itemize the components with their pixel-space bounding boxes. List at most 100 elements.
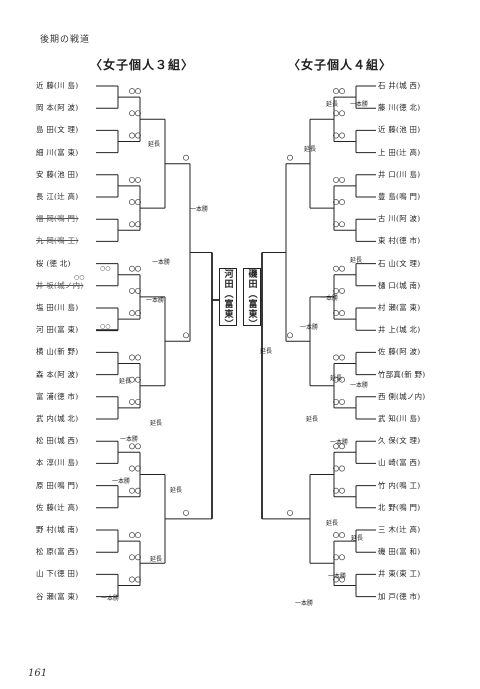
score-mark [129,265,135,272]
score-mark [135,176,141,183]
extension-label: 延長 [119,378,132,385]
score-mark [333,487,339,494]
score-mark [339,287,345,294]
score-mark [339,465,345,472]
group4-entrant: 古 川(阿 波) [378,214,421,224]
score-mark [183,154,189,161]
group4-entrant: 村 瀬(富 東) [378,303,421,312]
score-mark [129,132,135,139]
group3-entrant: 岡 本(阿 波) [36,103,79,113]
running-header: 後期の戦道 [40,35,91,45]
score-mark [339,354,345,361]
score-mark [333,443,339,450]
score-mark [135,554,141,561]
group3-title: 〈女子個人３組〉 [90,58,195,72]
group3-entrant: 丸 岡(鳴 工) [36,236,79,246]
ippon-win-label: 一本勝 [112,478,131,485]
score-mark [287,154,293,161]
extension-label: 延長 [330,375,343,382]
group4-entrant: 竹 内(鳴 工) [378,480,421,490]
extension-label: 延長 [326,101,339,108]
group4-entrant: 近 藤(池 田) [378,125,421,135]
group4-entrant: 久 保(文 理) [378,436,421,446]
score-mark [135,576,141,583]
group4-title: 〈女子個人４組〉 [288,58,393,72]
score-mark [129,443,135,450]
group4-entrant: 樋 口(城 南) [378,280,421,290]
score-mark [135,221,141,228]
group3-entrant: 佐 藤(辻 高) [36,502,79,512]
ippon-win-label: 一本勝 [320,295,339,302]
score-mark [129,376,135,383]
score-mark [339,443,345,450]
page-number: 161 [28,668,48,679]
ippon-win-label: 一本勝 [350,382,369,389]
extension-label: 延長 [150,556,163,563]
group4-champion-box: 磯田（富東） [243,268,261,329]
score-mark [339,265,345,272]
extension-label: 延長 [148,141,161,148]
score-mark [129,176,135,183]
score-mark [339,487,345,494]
draw-mark: ○○ [100,323,111,330]
ippon-win-label: 一本勝 [295,600,314,607]
score-mark [339,176,345,183]
ippon-win-label: 一本勝 [190,206,209,213]
ippon-win-label: 一本勝 [350,101,369,108]
group4-entrant: 井 口(川 島) [378,169,421,179]
score-mark [333,398,339,405]
group3-entrant: 森 本(阿 波) [36,369,79,379]
group3-entrant: 横 山(新 野) [36,347,79,357]
group4-entrant: 上 田(辻 高) [378,147,421,157]
group3-entrant: 河 田(富 東) [36,325,79,335]
group3-entrant: 野 村(城 南) [36,525,79,534]
draw-mark: ○○ [74,274,85,281]
group3-entrant: 富 浦(徳 市) [36,391,79,401]
score-mark [129,465,135,472]
score-mark [333,287,339,294]
score-mark [339,132,345,139]
score-mark [339,199,345,206]
score-mark [287,332,293,339]
ippon-win-label: 一本勝 [300,324,319,331]
draw-mark: ○○ [100,265,111,272]
score-mark [129,88,135,95]
score-mark [333,132,339,139]
score-mark [333,576,339,583]
score-mark [333,265,339,272]
extension-label: 延長 [304,146,317,153]
group3-entrant: 塩 田(川 島) [36,303,79,312]
score-mark [333,199,339,206]
ippon-win-label: 一本勝 [328,573,347,580]
score-mark [333,221,339,228]
score-mark [333,465,339,472]
group4-entrant: 佐 藤(阿 波) [378,347,421,357]
ippon-win-label: 一本勝 [146,297,165,304]
group3-entrant: 原 田(鳴 門) [36,480,79,490]
group4-entrant: 竹部真(新 野) [378,369,426,379]
score-mark [339,88,345,95]
score-mark [129,354,135,361]
extension-label: 延長 [260,348,273,355]
score-mark [333,554,339,561]
group4-entrant: 石 井(城 西) [378,81,421,90]
score-mark [135,376,141,383]
group3-entrant: 武 内(城 北) [36,414,79,423]
group4-entrant: 石 山(文 理) [378,258,421,268]
score-mark [135,354,141,361]
extension-label: 延長 [150,420,163,427]
group3-entrant: 谷 瀬(富 東) [36,591,79,601]
ippon-win-label: 一本勝 [152,259,171,266]
extension-label: 延長 [306,416,319,423]
score-mark [135,398,141,405]
group4-entrant: 磯 田(富 和) [378,547,421,557]
score-mark [339,110,345,117]
score-mark [129,554,135,561]
group3-entrant: 本 淳(川 島) [36,458,79,468]
score-mark [135,532,141,539]
group3-entrant: 井 坂(城ノ内) [36,280,84,290]
score-mark [135,88,141,95]
extension-label: 延長 [351,535,364,542]
extension-label: 延長 [170,487,183,494]
